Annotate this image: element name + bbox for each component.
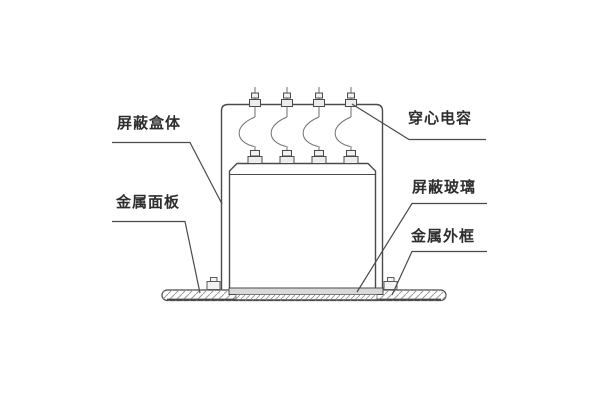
label-metal-frame: 金属外框 <box>411 228 476 245</box>
metal-frame <box>228 287 384 295</box>
leader-metal-frame <box>391 250 487 296</box>
label-feedthrough-capacitor: 穿心电容 <box>408 110 473 127</box>
leader-metal-panel <box>112 220 201 294</box>
leader-feedthrough <box>351 103 486 141</box>
leader-lines <box>112 103 487 296</box>
mounting-clamp-left <box>206 277 221 290</box>
label-metal-panel: 金属面板 <box>116 194 181 211</box>
leader-shield-glass <box>356 202 487 293</box>
label-shield-glass: 屏蔽玻璃 <box>412 179 477 196</box>
shield-glass <box>235 294 378 300</box>
leader-shield-box <box>112 141 223 205</box>
label-shield-box: 屏蔽盒体 <box>117 115 182 132</box>
component-body <box>228 162 377 289</box>
